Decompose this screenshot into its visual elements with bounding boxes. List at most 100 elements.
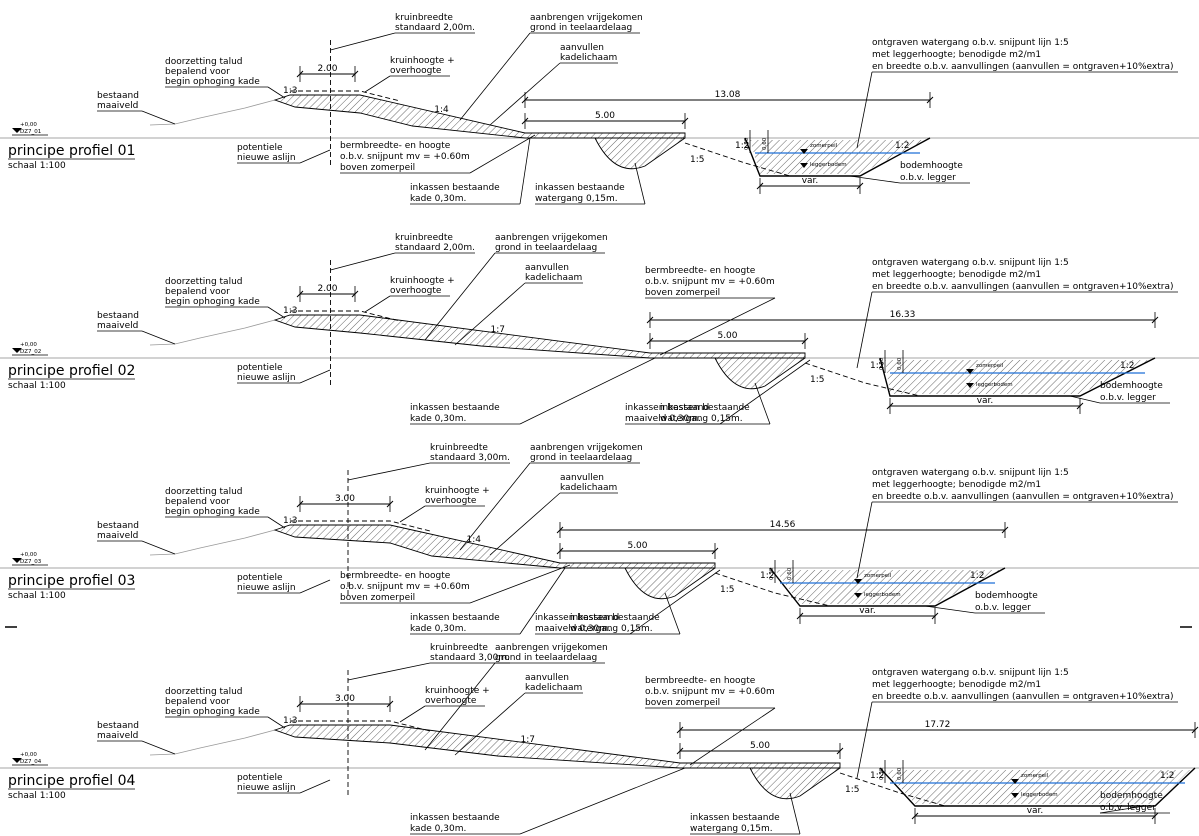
berm-label-2: o.b.v. snijpunt mv = +0.60m xyxy=(340,152,470,162)
ref-level-top: +0,00 xyxy=(20,122,37,128)
leader-line xyxy=(849,175,901,184)
profile-scale: schaal 1:100 xyxy=(8,161,66,171)
leader-line xyxy=(141,110,176,125)
slope-1-label: 1:3 xyxy=(283,716,297,726)
leader-line xyxy=(469,134,536,174)
aanvullen-label-2: kadelichaam xyxy=(560,53,617,63)
leader-line xyxy=(856,291,873,369)
leader-line xyxy=(519,357,656,425)
inkassen-maaiveld-label-2: maaiveld 0,30m. xyxy=(535,624,611,634)
doorzetting-label-2: bepalend voor xyxy=(165,697,230,707)
berm-label-2: o.b.v. snijpunt mv = +0.60m xyxy=(645,277,775,287)
berm-label-3: boven zomerpeil xyxy=(645,288,720,298)
leader-line xyxy=(364,75,391,93)
inkassen-maaiveld-label-1: inkassen bestaand xyxy=(625,403,709,413)
kruinhoogte-label-2: overhoogte xyxy=(425,696,477,706)
dimension-tick xyxy=(756,182,764,190)
kruinbreedte-std-label: standaard 3,00m. xyxy=(430,653,510,663)
leader-line xyxy=(519,137,531,205)
ontgraven-label-1: ontgraven watergang o.b.v. snijpunt lijn… xyxy=(872,468,1069,478)
zomerpeil-label: zomerpeil xyxy=(864,573,892,579)
bestaand-label-2: maaiveld xyxy=(97,531,138,541)
zomerpeil-label: zomerpeil xyxy=(976,363,1004,369)
dimension-tick xyxy=(521,117,529,125)
inkassen-watergang-label-2: watergang 0,15m. xyxy=(660,414,743,424)
kruinbreedte-std-label: standaard 3,00m. xyxy=(430,453,510,463)
existing-ground-line xyxy=(149,319,276,346)
ontgraven-label-1: ontgraven watergang o.b.v. snijpunt lijn… xyxy=(872,38,1069,48)
dimension-tick xyxy=(521,96,529,104)
kruinhoogte-label-2: overhoogte xyxy=(390,66,442,76)
berm-label-3: boven zomerpeil xyxy=(340,593,415,603)
zomerpeil-marker-icon xyxy=(1011,779,1019,784)
dim-060-value: 0.60 xyxy=(762,137,768,150)
level-marker-icon xyxy=(12,558,22,563)
ditch-profile xyxy=(879,767,1196,807)
leader-line xyxy=(347,462,431,481)
dim-050-value: 0.50 xyxy=(879,767,885,780)
leader-line xyxy=(454,692,526,756)
kruinbreedte-label: kruinbreedte xyxy=(395,233,453,243)
dimension-tick xyxy=(836,747,844,755)
total-width-dim-value: 13.08 xyxy=(715,90,741,100)
aanbrengen-label-1: aanbrengen vrijgekomen xyxy=(530,443,643,453)
potentiele-label-1: potentiele xyxy=(237,363,283,373)
ref-level-top: +0,00 xyxy=(20,752,37,758)
aanbrengen-label-1: aanbrengen vrijgekomen xyxy=(495,233,608,243)
leader-line xyxy=(424,252,496,341)
ref-level-top: +0,00 xyxy=(20,342,37,348)
inkassen-watergang-label-2: watergang 0,15m. xyxy=(535,194,618,204)
dimension-tick xyxy=(911,812,919,820)
leader-line xyxy=(856,71,873,149)
leader-line xyxy=(1099,805,1146,814)
ditch-fill xyxy=(885,360,1150,394)
dim-060-value: 0.60 xyxy=(787,567,793,580)
aanvullen-label-2: kadelichaam xyxy=(525,273,582,283)
leader-line xyxy=(489,62,561,126)
bestaand-label-2: maaiveld xyxy=(97,321,138,331)
kruinbreedte-std-label: standaard 2,00m. xyxy=(395,23,475,33)
bodemhoogte-label-1: bodemhoogte xyxy=(1100,791,1163,801)
dim-050-value: 0.50 xyxy=(769,567,775,580)
berm-label-1: bermbreedte- en hoogte xyxy=(340,571,451,581)
slope-1-label: 1:3 xyxy=(283,306,297,316)
ref-level-bottom: DZ7_03 xyxy=(20,559,42,565)
kruinhoogte-label-1: kruinhoogte + xyxy=(390,276,455,286)
leggerbodem-marker-icon xyxy=(800,163,808,168)
berm-width-dim-value: 5.00 xyxy=(717,331,737,341)
aanvullen-label-1: aanvullen xyxy=(560,473,604,483)
aanvullen-label-1: aanvullen xyxy=(525,263,569,273)
dimension-tick xyxy=(676,726,684,734)
berm-width-dim-value: 5.00 xyxy=(595,111,615,121)
ontgraven-label-1: ontgraven watergang o.b.v. snijpunt lijn… xyxy=(872,258,1069,268)
leggerbodem-label: leggerbodem xyxy=(810,162,847,168)
ditch-profile xyxy=(744,137,931,177)
doorzetting-label-3: begin ophoging kade xyxy=(165,77,260,87)
bodemhoogte-label-1: bodemhoogte xyxy=(1100,381,1163,391)
potentiele-label-2: nieuwe aslijn xyxy=(237,373,296,383)
ditch-fill xyxy=(775,570,1000,604)
slope-1-label: 1:3 xyxy=(283,86,297,96)
doorzetting-label-1: doorzetting talud xyxy=(165,277,242,287)
potentiele-label-2: nieuwe aslijn xyxy=(237,783,296,793)
potentiele-label-1: potentiele xyxy=(237,773,283,783)
bestaand-label-1: bestaand xyxy=(97,721,139,731)
doorzetting-label-2: bepalend voor xyxy=(165,287,230,297)
slope-5-label: 1:2 xyxy=(1160,771,1174,781)
total-width-dim-value: 17.72 xyxy=(925,720,951,730)
dimension-tick xyxy=(926,96,934,104)
dimension-tick xyxy=(711,547,719,555)
leader-line xyxy=(789,792,801,835)
leader-line xyxy=(856,501,873,579)
potentiele-label-2: nieuwe aslijn xyxy=(237,583,296,593)
dimension-tick xyxy=(556,547,564,555)
dimension-tick xyxy=(856,182,864,190)
leader-line xyxy=(664,592,681,635)
inkassen-kade-label-1: inkassen bestaande xyxy=(410,813,500,823)
bestaand-label-1: bestaand xyxy=(97,311,139,321)
leggerbodem-marker-icon xyxy=(966,383,974,388)
aanbrengen-label-2: grond in teelaardelaag xyxy=(495,243,597,253)
leader-line xyxy=(1069,395,1101,404)
inkassen-watergang-label-1: inkassen bestaande xyxy=(535,183,625,193)
slope-3-label: 1:2 xyxy=(735,141,749,151)
